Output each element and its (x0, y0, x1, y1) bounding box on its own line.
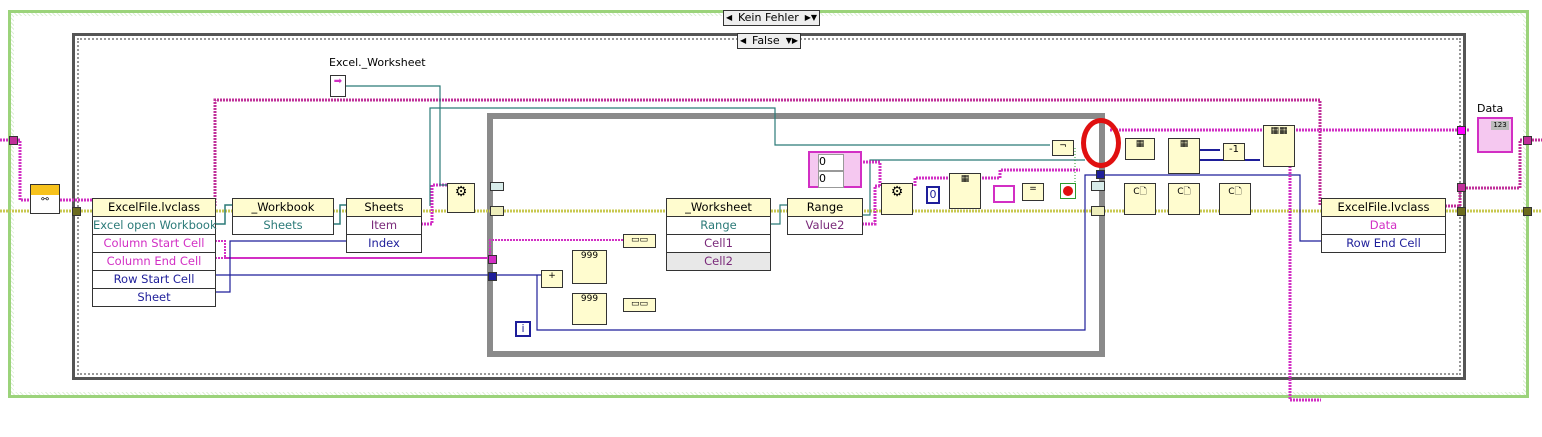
indicator-badge: 123 (1491, 121, 1509, 130)
node-title: _Worksheet (667, 199, 770, 217)
row-cell1[interactable]: Cell1 (667, 235, 770, 253)
number-to-string-icon[interactable]: 999 (572, 250, 607, 284)
row-row-end-cell[interactable]: Row End Cell (1346, 236, 1421, 250)
class-out-tunnel (1457, 183, 1466, 192)
index-array-icon[interactable]: ▦ (949, 173, 981, 209)
shift-register-left-error[interactable] (490, 206, 504, 216)
data-tunnel (1457, 126, 1466, 135)
row-sheet[interactable]: Sheet (137, 290, 171, 304)
node-title: ExcelFile.lvclass (1322, 199, 1445, 217)
cell-tunnel (488, 255, 497, 264)
range-property-node[interactable]: Range Value2 (787, 198, 863, 235)
inner-case-selector[interactable]: ◀ False ▼▶ (737, 33, 801, 49)
array-constant[interactable]: 0 0 (808, 151, 862, 188)
row-range[interactable]: Range (667, 217, 770, 235)
outer-case-selector[interactable]: ◀ Kein Fehler ▶▼ (723, 10, 820, 26)
unbundle-by-name-node[interactable]: ExcelFile.lvclass Excel open Workbook Co… (92, 198, 217, 307)
while-loop[interactable] (487, 113, 1105, 357)
decrement-arrow-icon[interactable]: ◀ (726, 13, 733, 22)
class-tunnel (9, 136, 18, 145)
node-title: Sheets (347, 199, 421, 217)
data-wire (845, 128, 1470, 402)
node-title: Range (788, 199, 862, 217)
concatenate-icon[interactable]: ▭▭ (623, 234, 656, 248)
array-element[interactable]: 0 (818, 171, 844, 188)
node-title: ExcelFile.lvclass (93, 199, 215, 217)
variant-to-data-icon[interactable]: ⚙ (881, 183, 913, 215)
row-tunnel (488, 272, 497, 281)
worksheet-invoke-node[interactable]: _Worksheet Range Cell1 Cell2 (666, 198, 771, 271)
not-icon: ¬ (1052, 140, 1074, 156)
row-end-tunnel (1096, 170, 1105, 179)
shift-register-right-error[interactable] (1091, 206, 1105, 216)
decrement-icon: -1 (1223, 143, 1245, 161)
equal-icon: = (1022, 183, 1044, 201)
row-row-start-cell[interactable]: Row Start Cell (93, 271, 215, 289)
class-method-icon[interactable]: ⚯ (30, 184, 60, 214)
row-excel-open-workbook[interactable]: Excel open Workbook (93, 217, 217, 235)
close-reference-icon[interactable]: C🗋 (1168, 183, 1200, 215)
ref-wire-2 (345, 85, 1085, 225)
outer-case-label: Kein Fehler (738, 11, 799, 24)
decrement-arrow-icon[interactable]: ◀ (740, 36, 747, 45)
close-reference-icon[interactable]: C🗋 (1124, 183, 1156, 215)
row-column-start-cell[interactable]: Column Start Cell (93, 235, 215, 253)
class-out-tunnel-outer (1523, 136, 1532, 145)
error-out-tunnel-outer (1523, 207, 1532, 216)
array-size-icon[interactable]: ▦ (1125, 138, 1155, 160)
index-constant[interactable]: 0 (926, 186, 940, 204)
data-indicator-label: Data (1477, 102, 1504, 115)
dropdown-arrow-icon[interactable]: ▼▶ (785, 36, 798, 45)
error-out-tunnel (1457, 207, 1466, 216)
bundle-by-name-node[interactable]: ExcelFile.lvclass Data Row End Cell (1321, 198, 1446, 253)
iteration-terminal: i (515, 321, 531, 337)
item-wire (421, 183, 447, 226)
array-size-node-icon[interactable]: ▦ (1168, 138, 1200, 174)
close-reference-icon[interactable]: C🗋 (1219, 183, 1251, 215)
variant-to-data-icon[interactable]: ⚙ (447, 183, 475, 213)
highlight-circle (1081, 118, 1121, 168)
inner-case-label: False (752, 34, 780, 47)
stop-condition-terminal[interactable] (1060, 183, 1076, 199)
row-value2[interactable]: Value2 (805, 218, 845, 232)
array-subset-icon[interactable]: ▦▦ (1263, 125, 1295, 167)
dropdown-arrow-icon[interactable]: ▶▼ (804, 13, 817, 22)
ref-wire (215, 204, 346, 225)
worksheet-constant-label: Excel._Worksheet (329, 56, 426, 69)
number-to-string-icon[interactable]: 999 (572, 293, 607, 325)
empty-string-constant[interactable] (993, 185, 1015, 203)
class-wire-top (213, 98, 1322, 206)
shift-register-right[interactable] (1091, 181, 1105, 191)
error-tunnel (72, 207, 81, 216)
workbook-property-node[interactable]: _Workbook Sheets (232, 198, 334, 235)
row-column-end-cell[interactable]: Column End Cell (93, 253, 215, 271)
add-icon: + (541, 270, 563, 288)
row-cell2[interactable]: Cell2 (667, 253, 770, 270)
row-data[interactable]: Data (1322, 217, 1445, 235)
shift-register-left[interactable] (490, 182, 504, 191)
row-item[interactable]: Item (347, 217, 421, 235)
sheets-invoke-node[interactable]: Sheets Item Index (346, 198, 422, 253)
node-title: _Workbook (233, 199, 333, 217)
row-index[interactable]: Index (368, 236, 400, 250)
array-element[interactable]: 0 (818, 154, 844, 171)
row-sheets[interactable]: Sheets (263, 218, 303, 232)
concatenate-icon[interactable]: ▭▭ (623, 298, 656, 312)
cell-wire (215, 239, 625, 259)
worksheet-constant[interactable]: ➡ (330, 75, 346, 97)
data-indicator[interactable]: 123 (1477, 117, 1513, 153)
